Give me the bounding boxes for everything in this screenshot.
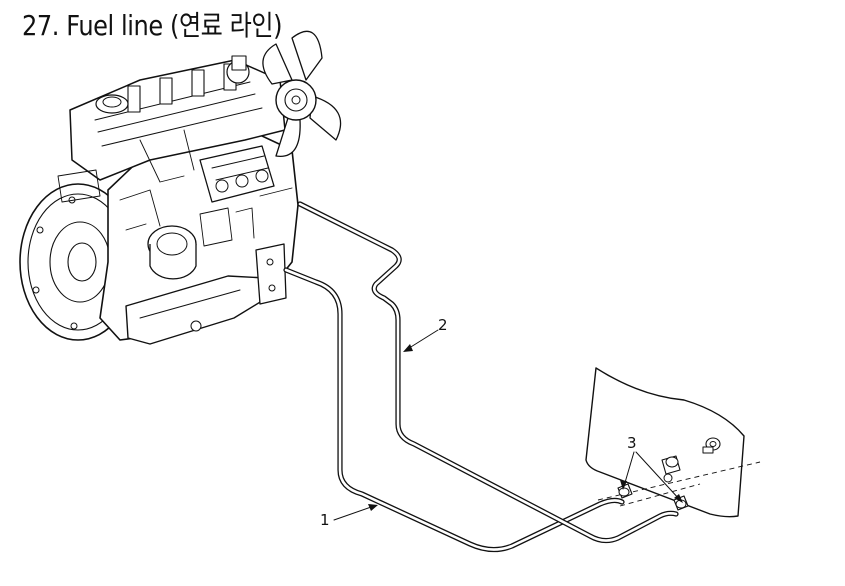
panel-fitting-upper: [702, 437, 721, 454]
callout-3: 3: [620, 434, 683, 503]
hose-fitting-left: [617, 483, 633, 499]
callout-label-3: 3: [627, 434, 637, 452]
oil-filter: [147, 225, 197, 280]
callout-label-1: 1: [320, 511, 330, 529]
fuel-line-1: [283, 267, 625, 553]
injectors: [127, 55, 250, 113]
page-title: 27. Fuel line (연료 라인): [22, 9, 283, 42]
engine-illustration: [19, 30, 342, 345]
injection-pump: [199, 145, 275, 203]
callout-2: 2: [403, 316, 448, 352]
cooling-fan: [262, 30, 342, 157]
panel-fitting-lower: [661, 455, 681, 483]
callout-label-2: 2: [438, 316, 448, 334]
callout-1: 1: [320, 504, 378, 529]
fuel-line-2: [297, 201, 679, 544]
fuel-tank-panel: [585, 367, 761, 518]
